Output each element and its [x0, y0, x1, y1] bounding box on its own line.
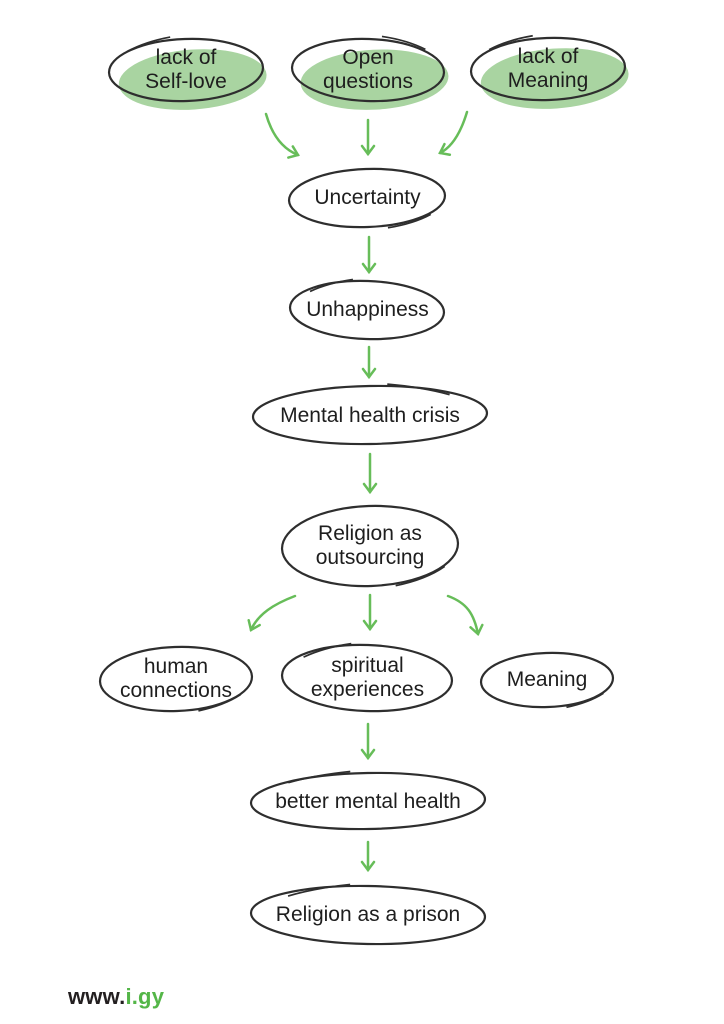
arrow-outsourcing-to-human-connections [247, 594, 297, 632]
website-logo: www.i.gy [68, 984, 164, 1010]
sketch-ellipse [245, 881, 491, 949]
sketch-ellipse [103, 33, 269, 110]
node-label: better mental health [275, 789, 461, 813]
logo-highlight: i.gy [125, 984, 165, 1009]
sketch-ellipse [276, 501, 464, 591]
node-meaning: Meaning [475, 648, 619, 712]
node-better-mental-health: better mental health [245, 768, 491, 834]
node-label: lack of Self-love [145, 46, 227, 93]
arrow-outsourcing-to-meaning [446, 594, 484, 637]
node-unhappiness: Unhappiness [285, 276, 449, 344]
sketch-ellipse [94, 642, 258, 716]
arrow-self-love-to-uncertainty [264, 112, 300, 159]
node-human-connections: human connections [94, 642, 258, 716]
node-label: Religion as outsourcing [315, 522, 425, 569]
sketch-ellipse [286, 33, 450, 110]
sketch-ellipse [465, 32, 631, 109]
node-open-questions: Open questions [286, 33, 450, 110]
node-label: human connections [119, 655, 233, 702]
node-spiritual-experiences: spiritual experiences [276, 640, 458, 716]
node-lack-of-self-love: lack of Self-love [103, 33, 269, 110]
node-label: Open questions [323, 46, 413, 93]
logo-prefix: www. [68, 984, 126, 1009]
node-mental-health-crisis: Mental health crisis [247, 381, 493, 449]
node-label: Religion as a prison [275, 903, 461, 927]
node-label: spiritual experiences [310, 654, 425, 701]
sketch-ellipse [245, 768, 491, 834]
node-label: Unhappiness [306, 298, 429, 322]
node-label: Uncertainty [314, 186, 421, 210]
node-religion-as-a-prison: Religion as a prison [245, 881, 491, 949]
node-label: Mental health crisis [280, 403, 460, 427]
node-religion-as-outsourcing: Religion as outsourcing [276, 501, 464, 591]
sketch-ellipse [285, 276, 449, 344]
sketch-ellipse [276, 640, 458, 716]
arrow-lack-of-meaning-to-uncertainty [438, 110, 469, 157]
sketch-ellipse [284, 164, 450, 232]
sketch-ellipse [475, 648, 619, 712]
node-lack-of-meaning: lack of Meaning [465, 32, 631, 109]
sketch-ellipse [247, 381, 493, 449]
node-uncertainty: Uncertainty [284, 164, 450, 232]
node-label: Meaning [506, 668, 588, 692]
node-label: lack of Meaning [507, 45, 589, 92]
